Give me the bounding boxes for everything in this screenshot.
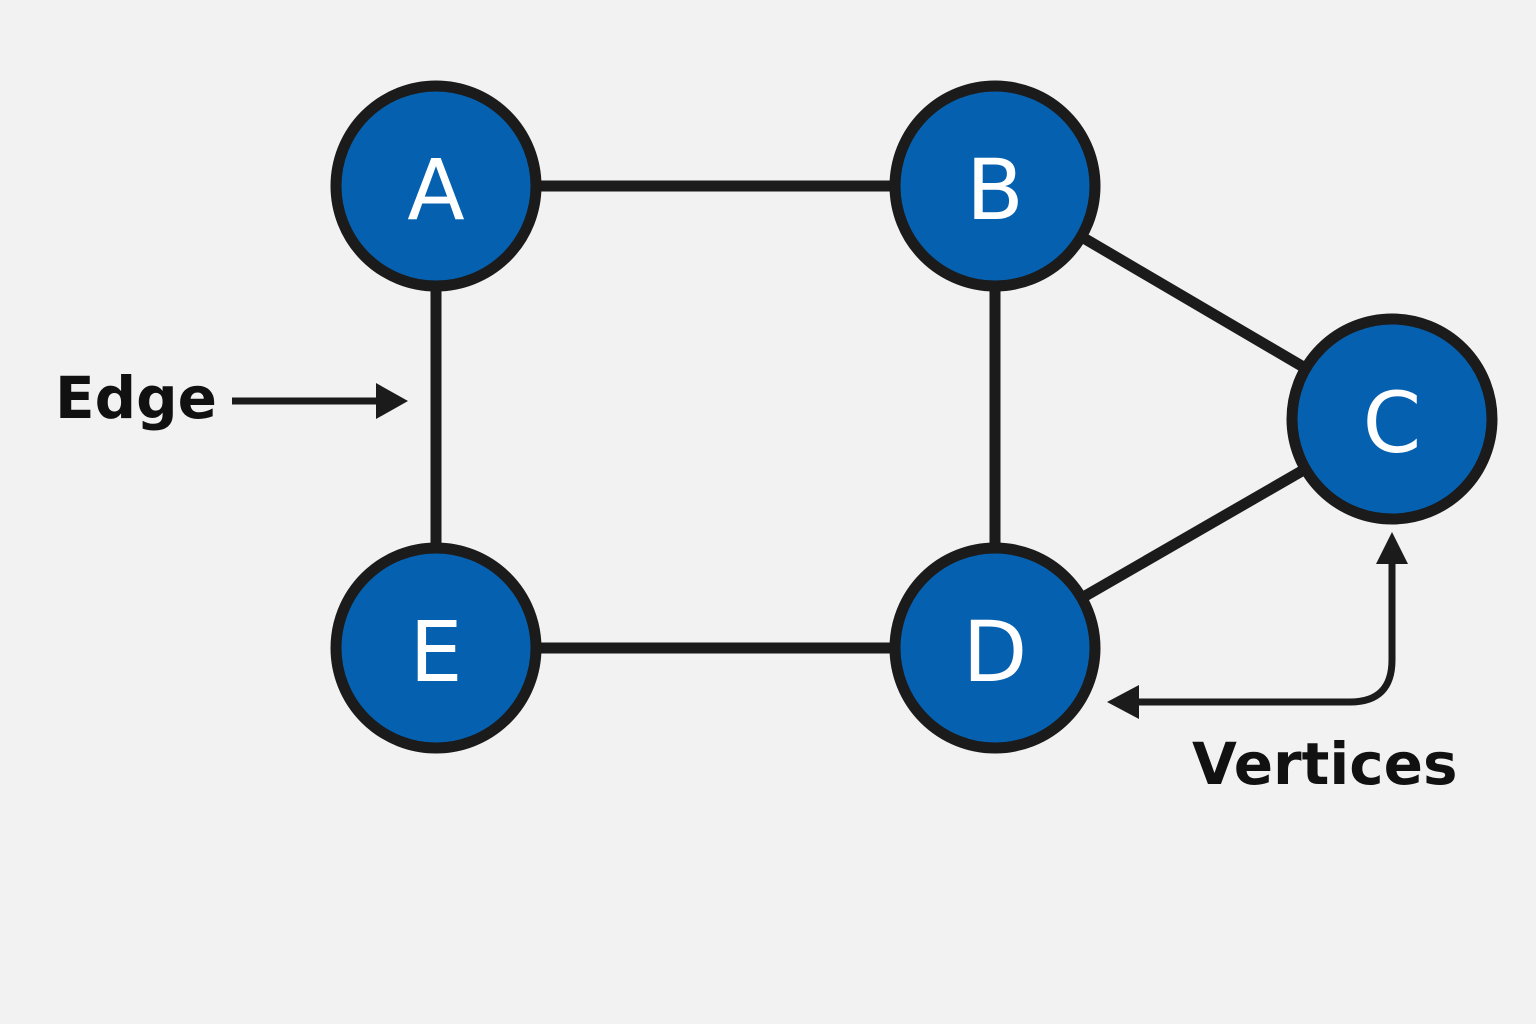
- vertex-a-circle: [330, 80, 542, 292]
- vertex-a: A: [330, 80, 542, 292]
- vertices-annotation-arrowhead-up-icon: [1376, 532, 1408, 564]
- vertices-annotation-connector: [1135, 560, 1396, 706]
- vertex-d: D: [889, 542, 1101, 754]
- vertices-annotation: Vertices: [1107, 532, 1458, 798]
- edge-annotation: Edge: [55, 364, 408, 432]
- edge-annotation-arrowhead-icon: [376, 383, 408, 419]
- vertex-d-circle: [889, 542, 1101, 754]
- vertex-a-label: A: [407, 141, 464, 239]
- vertex-b: B: [889, 80, 1101, 292]
- vertex-e-label: E: [409, 603, 462, 701]
- vertex-c-circle: [1286, 313, 1498, 525]
- vertex-d-label: D: [963, 603, 1028, 701]
- vertex-b-label: B: [966, 141, 1024, 239]
- edges: [430, 180, 1395, 654]
- vertices-annotation-label: Vertices: [1192, 730, 1458, 798]
- vertex-c: C: [1286, 313, 1498, 525]
- vertices-annotation-arrowhead-left-icon: [1107, 685, 1139, 719]
- vertex-c-label: C: [1363, 374, 1422, 472]
- vertex-e: E: [330, 542, 542, 754]
- vertex-e-circle: [330, 542, 542, 754]
- vertex-b-circle: [889, 80, 1101, 292]
- edge-annotation-label: Edge: [55, 364, 217, 432]
